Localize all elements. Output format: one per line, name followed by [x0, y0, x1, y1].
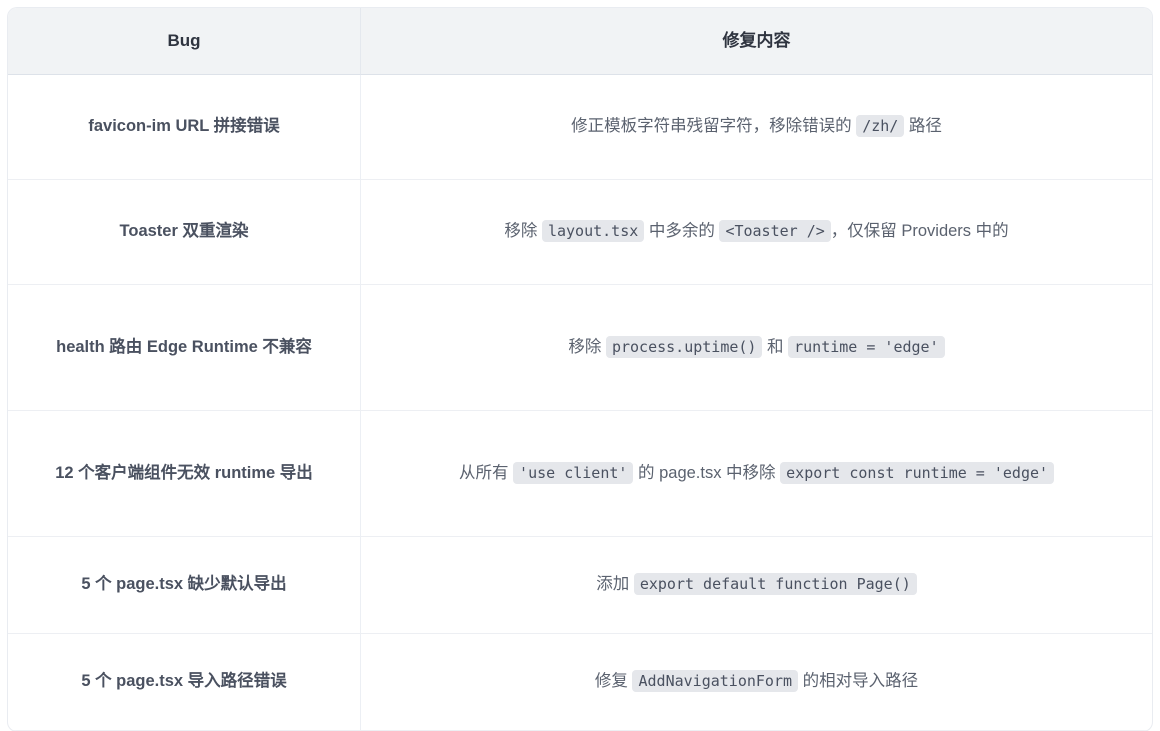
cell-fix-description: 移除 process.uptime() 和 runtime = 'edge'	[361, 285, 1152, 411]
table-row: 12 个客户端组件无效 runtime 导出从所有 'use client' 的…	[8, 410, 1152, 537]
code-chip: layout.tsx	[541, 220, 645, 243]
fix-text: 路径	[904, 117, 942, 136]
table-row: favicon-im URL 拼接错误修正模板字符串残留字符，移除错误的 /zh…	[8, 74, 1152, 180]
table-body: favicon-im URL 拼接错误修正模板字符串残留字符，移除错误的 /zh…	[8, 74, 1152, 731]
fix-text: 和	[762, 337, 789, 356]
page-container: Bug 修复内容 favicon-im URL 拼接错误修正模板字符串残留字符，…	[8, 8, 1152, 731]
cell-bug-name: Toaster 双重渲染	[8, 179, 361, 285]
fix-text: ，仅保留 Providers 中的	[830, 222, 1009, 241]
code-chip: export const runtime = 'edge'	[780, 461, 1055, 484]
table-header-row: Bug 修复内容	[8, 8, 1152, 75]
cell-fix-description: 修正模板字符串残留字符，移除错误的 /zh/ 路径	[361, 75, 1152, 180]
fix-text: 中多余的	[644, 222, 720, 241]
code-chip: 'use client'	[513, 461, 634, 484]
fix-text: 的 page.tsx 中移除	[633, 463, 781, 482]
table-header: Bug 修复内容	[8, 8, 1152, 75]
cell-fix-description: 添加 export default function Page()	[361, 537, 1152, 634]
code-chip: process.uptime()	[605, 335, 763, 358]
table-row: 5 个 page.tsx 缺少默认导出添加 export default fun…	[8, 536, 1152, 634]
cell-fix-description: 修复 AddNavigationForm 的相对导入路径	[361, 634, 1152, 731]
column-header-bug: Bug	[8, 8, 361, 75]
cell-fix-description: 从所有 'use client' 的 page.tsx 中移除 export c…	[361, 411, 1152, 537]
cell-bug-name: favicon-im URL 拼接错误	[8, 74, 361, 180]
cell-bug-name: 12 个客户端组件无效 runtime 导出	[8, 410, 361, 537]
fix-text: 从所有	[458, 463, 514, 482]
fix-text: 的相对导入路径	[798, 672, 919, 691]
column-header-fix: 修复内容	[361, 8, 1152, 75]
fix-text: 修正模板字符串残留字符，移除错误的	[571, 117, 857, 136]
table-row: Toaster 双重渲染移除 layout.tsx 中多余的 <Toaster …	[8, 179, 1152, 285]
fix-text: 添加	[596, 575, 634, 594]
code-chip: AddNavigationForm	[632, 670, 799, 693]
code-chip: /zh/	[856, 115, 905, 138]
code-chip: <Toaster />	[719, 220, 831, 243]
table-row: 5 个 page.tsx 导入路径错误修复 AddNavigationForm …	[8, 633, 1152, 731]
code-chip: runtime = 'edge'	[788, 335, 945, 358]
cell-bug-name: 5 个 page.tsx 导入路径错误	[8, 633, 361, 731]
fix-text: 修复	[594, 672, 633, 691]
code-chip: export default function Page()	[633, 573, 917, 596]
fix-text: 移除	[568, 337, 606, 356]
bug-fix-table: Bug 修复内容 favicon-im URL 拼接错误修正模板字符串残留字符，…	[8, 8, 1152, 731]
cell-bug-name: 5 个 page.tsx 缺少默认导出	[8, 536, 361, 634]
fix-text: 移除	[504, 222, 542, 241]
cell-bug-name: health 路由 Edge Runtime 不兼容	[8, 284, 361, 411]
cell-fix-description: 移除 layout.tsx 中多余的 <Toaster />，仅保留 Provi…	[361, 180, 1152, 285]
table-row: health 路由 Edge Runtime 不兼容移除 process.upt…	[8, 284, 1152, 411]
